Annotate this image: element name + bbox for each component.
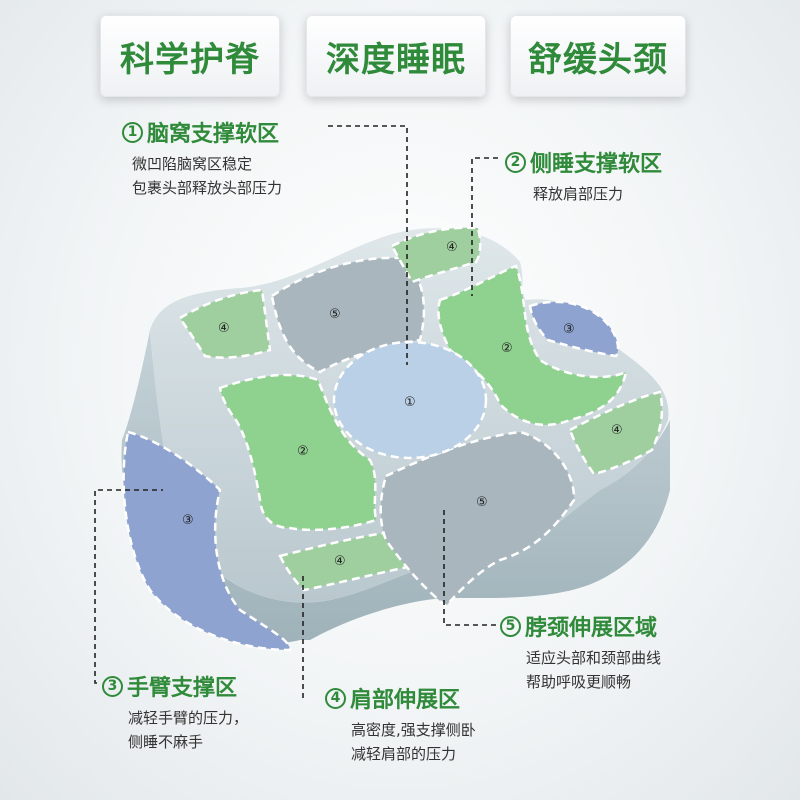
zone-2-left xyxy=(218,373,378,532)
zone-4-bottom xyxy=(278,530,414,592)
zone-marker-1: ① xyxy=(404,395,416,410)
zone-5-top xyxy=(270,256,426,374)
zone-1-title: 脑窝支撑软区 xyxy=(147,122,280,147)
zone-4-desc-line-1: 高密度,强支撑侧卧 xyxy=(351,721,476,739)
zone-marker-2-left: ② xyxy=(297,444,309,459)
zone-4-upper-left xyxy=(178,288,272,359)
zone-number-2: 2 xyxy=(505,151,526,173)
zone-1-desc-line-1: 微凹陷脑窝区稳定 xyxy=(132,155,253,173)
zone-4-right xyxy=(568,390,664,476)
zone-marker-4-bottom: ④ xyxy=(334,554,346,569)
zone-3-left xyxy=(122,430,292,652)
zone-4-desc-line-2: 减轻肩部的压力 xyxy=(351,745,457,763)
zone-5-title: 脖颈伸展区域 xyxy=(525,616,658,641)
zone-3-right xyxy=(528,300,620,358)
zone-marker-2-right: ② xyxy=(501,341,513,356)
zone-5-bottom xyxy=(379,430,576,608)
zone-3-desc-line-2: 侧睡不麻手 xyxy=(128,733,204,751)
zone-marker-3-right: ③ xyxy=(563,322,575,337)
zone-3-desc-line-1: 减轻手臂的压力， xyxy=(128,709,249,727)
zone-1-center xyxy=(332,340,488,460)
zone-number-1: 1 xyxy=(122,121,143,143)
zone-2-right xyxy=(437,264,628,427)
zone-1-desc-line-2: 包裹头部释放头部压力 xyxy=(132,179,283,197)
zone-5-desc-line-1: 适应头部和颈部曲线 xyxy=(526,649,662,667)
feature-badge-spine: 科学护脊 xyxy=(100,15,280,97)
zone-2-title: 侧睡支撑软区 xyxy=(530,152,663,177)
leader-line-3 xyxy=(94,489,163,684)
leader-line-2 xyxy=(471,157,498,296)
zone-marker-5-top: ⑤ xyxy=(329,307,341,322)
zone-marker-4-top: ④ xyxy=(446,240,458,255)
leader-line-1 xyxy=(328,125,408,365)
leader-line-5 xyxy=(443,510,496,626)
zone-marker-5-bottom: ⑤ xyxy=(476,495,488,510)
zone-number-5: 5 xyxy=(500,615,521,637)
zone-2-desc-line-1: 释放肩部压力 xyxy=(533,185,624,203)
feature-badge-neck: 舒缓头颈 xyxy=(510,15,686,97)
pillow-side xyxy=(121,330,671,644)
zone-number-3: 3 xyxy=(102,675,123,697)
feature-badge-sleep: 深度睡眠 xyxy=(306,15,486,97)
zone-marker-3-left: ③ xyxy=(182,513,194,528)
zone-5-desc-line-2: 帮助呼吸更顺畅 xyxy=(526,673,632,691)
zone-marker-4-upper-left: ④ xyxy=(218,321,230,336)
zone-number-4: 4 xyxy=(325,687,346,709)
zone-marker-4-right: ④ xyxy=(611,423,623,438)
zone-4-title: 肩部伸展区 xyxy=(350,688,461,713)
zone-4-top xyxy=(390,226,482,284)
zone-3-title: 手臂支撑区 xyxy=(127,676,238,701)
